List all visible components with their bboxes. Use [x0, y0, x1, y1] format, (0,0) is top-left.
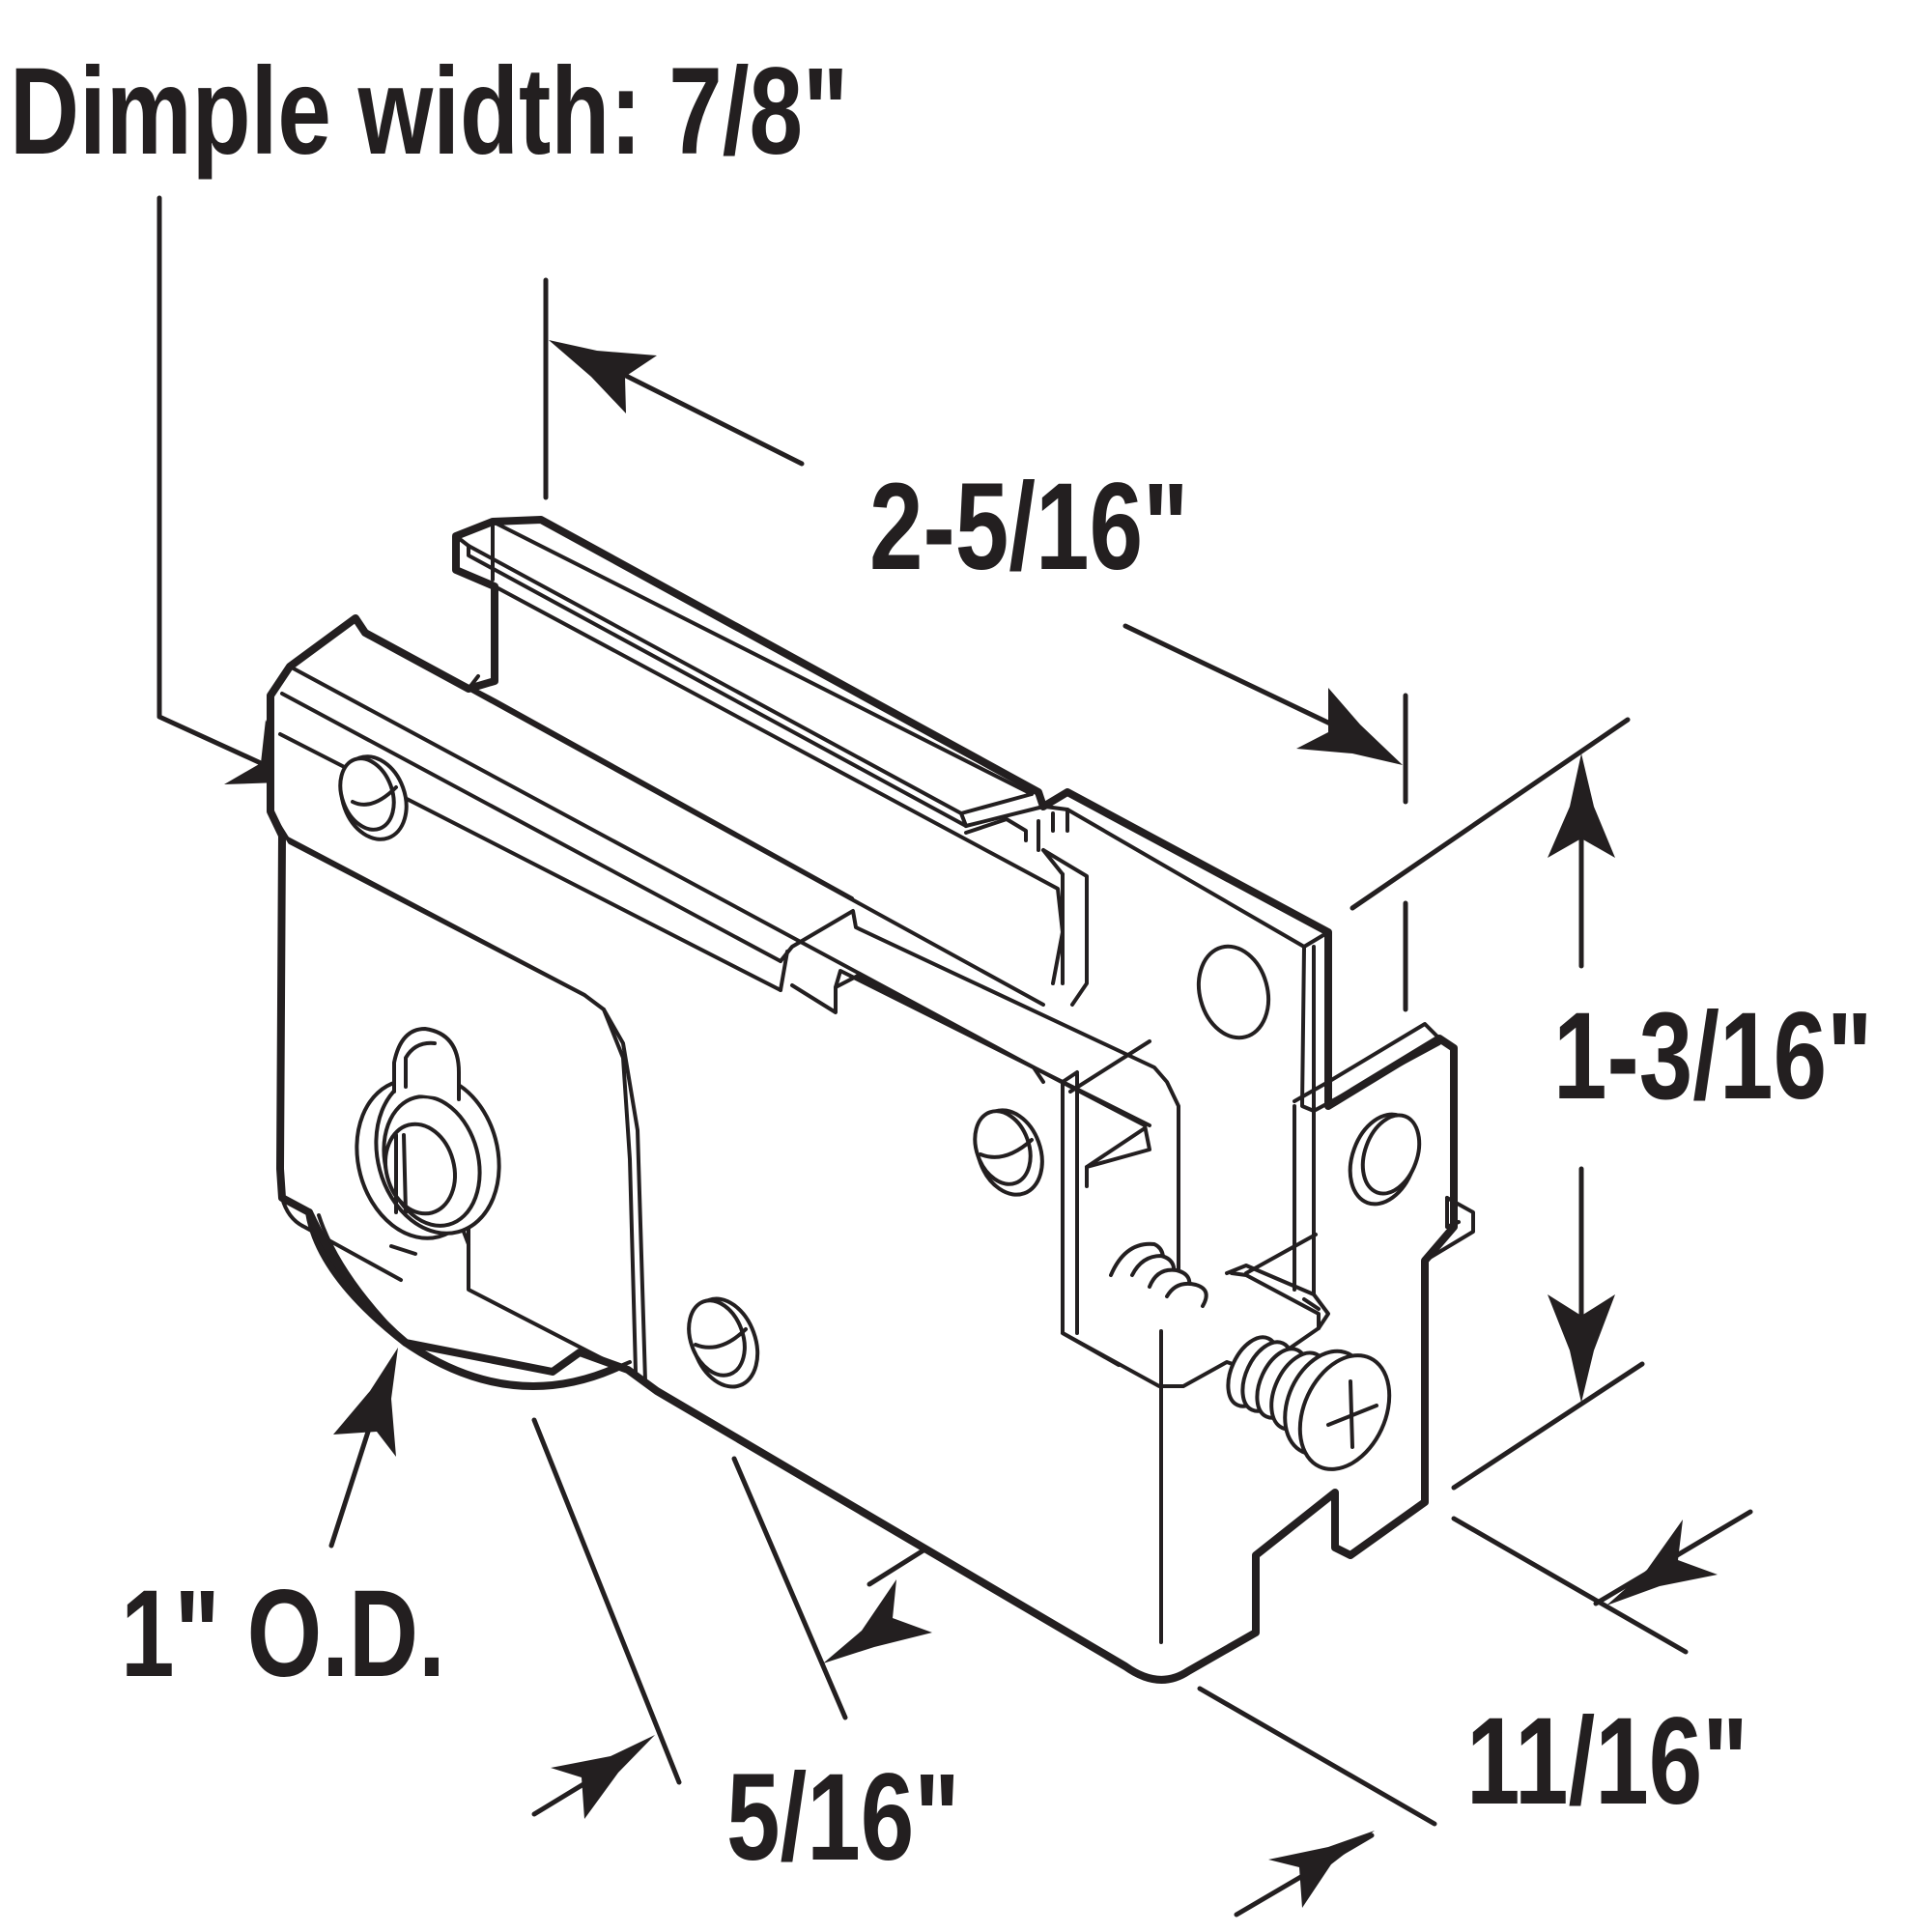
screw-middle — [973, 1108, 1044, 1197]
length-dimension-line-right — [1122, 623, 1355, 737]
depth-extension-line — [1451, 1516, 1689, 1655]
screw-bottom-left — [687, 1296, 760, 1389]
wheel-od-arrowhead — [333, 1348, 398, 1457]
height-arrowhead-bottom — [1548, 1294, 1615, 1403]
length-arrowhead-left — [549, 340, 657, 413]
bracket-details — [269, 520, 1475, 1644]
depth-arrowhead-bottom — [1268, 1831, 1375, 1908]
length-dimension-label: 2-5/16" — [869, 458, 1189, 596]
wheel-width-arrowhead-top — [823, 1579, 932, 1663]
screw-top-left — [338, 754, 409, 841]
depth-arrowhead-top — [1606, 1520, 1718, 1605]
screw-right-plate — [1348, 1112, 1422, 1207]
wheel-width-extension-right — [731, 1456, 848, 1720]
screw-right-upper — [1196, 944, 1271, 1040]
dimple-leader-line — [156, 195, 264, 766]
length-arrowhead-right — [1296, 688, 1403, 765]
mounting-screws — [338, 754, 1422, 1389]
wheel-width-label: 5/16" — [726, 1748, 960, 1887]
roller-wheel-arc — [305, 1208, 622, 1390]
bracket-hardware — [338, 754, 1422, 1471]
depth-extension-line-lower — [1197, 1686, 1437, 1827]
dimension-arrowheads — [224, 340, 1718, 1908]
dimple-width-label: Dimple width: 7/8" — [10, 43, 849, 181]
wheel-width-extension-left — [531, 1417, 682, 1785]
height-dimension-label: 1-3/16" — [1553, 987, 1873, 1125]
height-extension-line-bottom — [1451, 1361, 1645, 1491]
height-arrowhead-top — [1548, 753, 1615, 858]
axle-adjuster — [355, 1027, 501, 1256]
adjustment-screw — [1109, 1241, 1392, 1471]
wheel-width-arrowhead-bottom — [551, 1735, 655, 1819]
bracket-outline — [267, 516, 1458, 1684]
roller-bracket — [267, 516, 1475, 1684]
wheel-od-label: 1" O.D. — [121, 1565, 445, 1703]
height-extension-line-top — [1350, 717, 1631, 911]
depth-dimension-label: 11/16" — [1466, 1692, 1748, 1831]
